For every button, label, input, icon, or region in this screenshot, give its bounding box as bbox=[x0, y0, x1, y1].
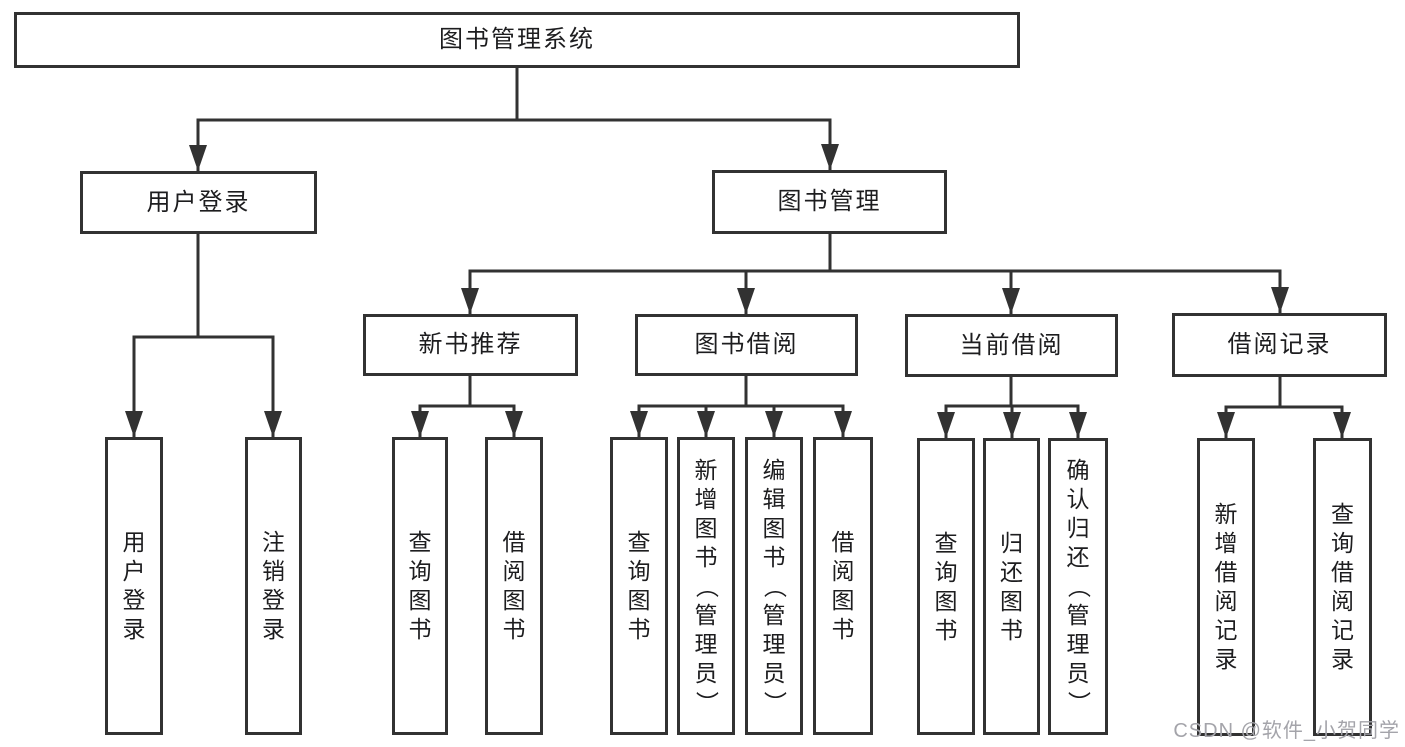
node-label: 图书管理系统 bbox=[439, 26, 595, 53]
leaf-query-books-3: 查询图书 bbox=[917, 438, 975, 735]
leaf-borrow-books-1: 借阅图书 bbox=[485, 437, 543, 735]
node-label: 注销登录 bbox=[262, 529, 285, 642]
node-label: 查询图书 bbox=[627, 529, 651, 642]
node-borrow-records: 借阅记录 bbox=[1172, 313, 1387, 377]
node-book-management: 图书管理 bbox=[712, 170, 947, 234]
leaf-return-books: 归还图书 bbox=[983, 438, 1040, 735]
leaf-user-login: 用户登录 bbox=[105, 437, 163, 735]
leaf-borrow-books-2: 借阅图书 bbox=[813, 437, 873, 735]
csdn-watermark: CSDN @软件_小贺同学 bbox=[1173, 720, 1400, 742]
leaf-confirm-return-admin: 确认归还（管理员） bbox=[1048, 438, 1108, 735]
node-label: 归还图书 bbox=[1000, 529, 1023, 643]
leaf-edit-books-admin: 编辑图书（管理员） bbox=[745, 437, 803, 735]
node-root-library-system: 图书管理系统 bbox=[14, 12, 1020, 68]
node-label: 编辑图书（管理员） bbox=[761, 456, 788, 714]
node-label: 图书借阅 bbox=[694, 331, 799, 358]
node-label: 查询图书 bbox=[408, 529, 432, 642]
leaf-add-borrow-record: 新增借阅记录 bbox=[1197, 438, 1255, 736]
node-label: 新增借阅记录 bbox=[1214, 501, 1238, 672]
node-label: 确认归还（管理员） bbox=[1065, 457, 1092, 715]
node-label: 用户登录 bbox=[146, 188, 251, 216]
leaf-query-borrow-record: 查询借阅记录 bbox=[1313, 438, 1372, 736]
leaf-add-books-admin: 新增图书（管理员） bbox=[677, 437, 735, 735]
node-label: 借阅图书 bbox=[831, 529, 855, 642]
node-label: 新书推荐 bbox=[418, 331, 523, 358]
leaf-query-books-1: 查询图书 bbox=[392, 437, 448, 735]
leaf-query-books-2: 查询图书 bbox=[610, 437, 668, 735]
node-label: 新增图书（管理员） bbox=[693, 456, 720, 714]
node-label: 用户登录 bbox=[122, 529, 146, 642]
node-current-borrow: 当前借阅 bbox=[905, 314, 1118, 377]
node-label: 当前借阅 bbox=[959, 331, 1064, 359]
node-user-login: 用户登录 bbox=[80, 171, 317, 234]
node-new-book-recommend: 新书推荐 bbox=[363, 314, 578, 376]
node-label: 借阅图书 bbox=[502, 529, 526, 642]
leaf-logout: 注销登录 bbox=[245, 437, 302, 735]
node-label: 查询图书 bbox=[934, 529, 958, 643]
node-book-borrow: 图书借阅 bbox=[635, 314, 858, 376]
node-label: 借阅记录 bbox=[1227, 331, 1332, 358]
node-label: 图书管理 bbox=[777, 188, 882, 215]
node-label: 查询借阅记录 bbox=[1331, 501, 1354, 672]
